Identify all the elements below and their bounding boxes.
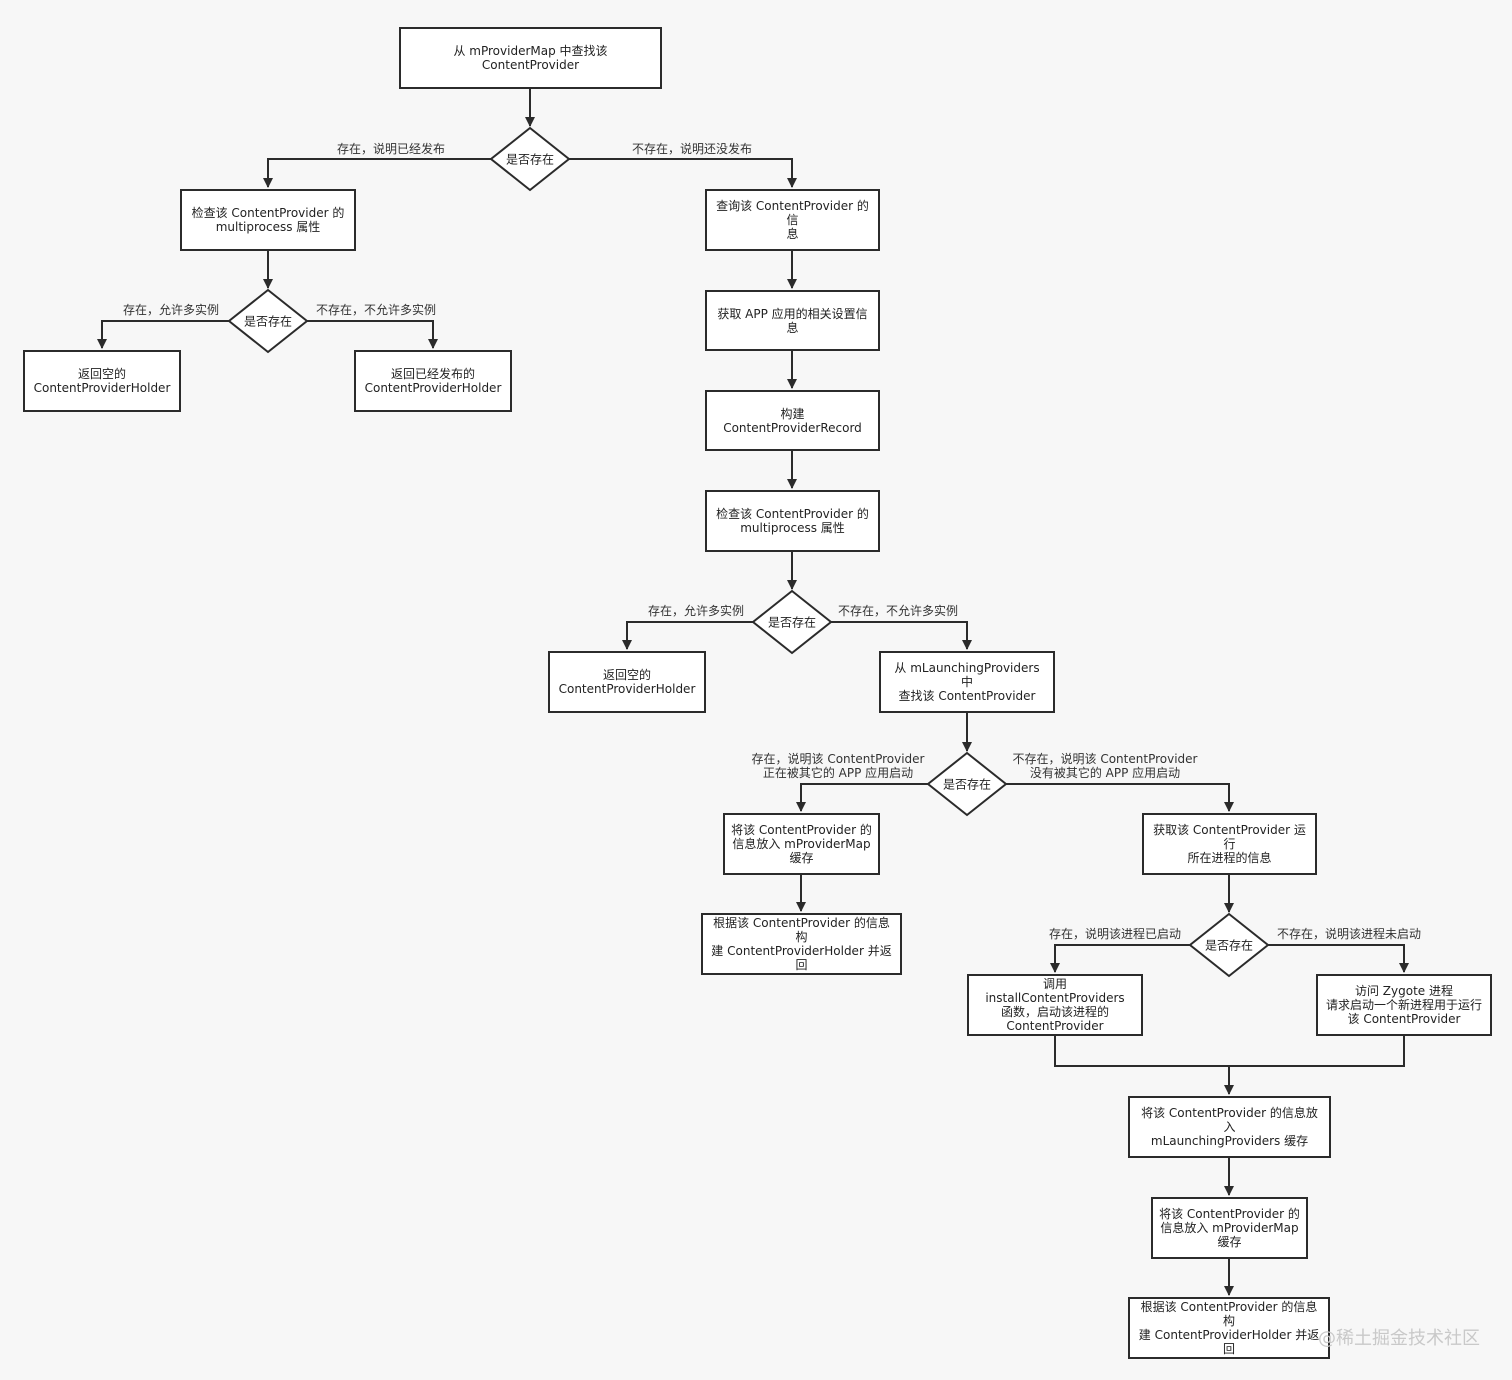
edge-d1-check1	[263, 158, 491, 188]
decision-3-shape	[751, 589, 833, 655]
decision-3-label: 是否存在	[767, 615, 817, 630]
node-get-app-settings: 获取 APP 应用的相关设置信息	[705, 290, 880, 351]
node-build-holder-1: 根据该 ContentProvider 的信息构 建 ContentProvid…	[701, 913, 902, 975]
edge-d5-install	[1050, 944, 1190, 973]
decision-2-shape	[227, 288, 309, 354]
edge-d4-putmap1	[796, 783, 928, 812]
edge-d2-empty1	[97, 320, 229, 349]
node-put-map-2: 将该 ContentProvider 的 信息放入 mProviderMap 缓…	[1151, 1197, 1308, 1259]
decision-1-label: 是否存在	[505, 152, 555, 167]
edge-d4-procinfo	[1006, 783, 1234, 812]
node-return-empty-1: 返回空的 ContentProviderHolder	[23, 350, 181, 412]
decision-4-shape	[926, 751, 1008, 817]
node-return-published: 返回已经发布的 ContentProviderHolder	[354, 350, 512, 412]
node-return-empty-2: 返回空的 ContentProviderHolder	[548, 651, 706, 713]
edge-label-d3-yes: 存在，允许多实例	[647, 604, 745, 618]
edge-install-merge	[1054, 1036, 1405, 1067]
node-build-record: 构建 ContentProviderRecord	[705, 390, 880, 451]
edge-label-d5-no: 不存在，说明该进程未启动	[1276, 927, 1422, 941]
edge-d2-published	[307, 320, 438, 349]
node-build-holder-2: 根据该 ContentProvider 的信息构 建 ContentProvid…	[1128, 1297, 1330, 1359]
node-start: 从 mProviderMap 中查找该 ContentProvider	[399, 27, 662, 89]
edge-label-d2-no: 不存在，不允许多实例	[315, 303, 437, 317]
decision-1-shape	[489, 126, 571, 192]
node-query-info: 查询该 ContentProvider 的信 息	[705, 189, 880, 251]
edge-label-d2-yes: 存在，允许多实例	[122, 303, 220, 317]
edge-label-d5-yes: 存在，说明该进程已启动	[1048, 927, 1182, 941]
decision-4-label: 是否存在	[942, 777, 992, 792]
edge-label-d4-yes: 存在，说明该 ContentProvider 正在被其它的 APP 应用启动	[751, 752, 925, 780]
decision-5-label: 是否存在	[1204, 938, 1254, 953]
edge-label-d4-no: 不存在，说明该 ContentProvider 没有被其它的 APP 应用启动	[1012, 752, 1198, 780]
edge-label-d1-yes: 存在，说明已经发布	[336, 142, 446, 156]
edge-d5-zygote	[1268, 944, 1409, 973]
edge-d3-empty2	[622, 621, 753, 650]
decision-5-shape	[1188, 912, 1270, 978]
edge-d1-query	[569, 158, 797, 188]
node-put-launching: 将该 ContentProvider 的信息放入 mLaunchingProvi…	[1128, 1096, 1331, 1158]
watermark: @稀土掘金技术社区	[1318, 1328, 1480, 1349]
edge-label-d3-no: 不存在，不允许多实例	[837, 604, 959, 618]
node-put-map-1: 将该 ContentProvider 的 信息放入 mProviderMap 缓…	[723, 813, 880, 875]
node-check-multiprocess-1: 检查该 ContentProvider 的 multiprocess 属性	[180, 189, 356, 251]
node-check-multiprocess-2: 检查该 ContentProvider 的 multiprocess 属性	[705, 490, 880, 552]
decision-2-label: 是否存在	[243, 314, 293, 329]
node-get-process-info: 获取该 ContentProvider 运行 所在进程的信息	[1142, 813, 1317, 875]
edge-d3-launching	[831, 621, 972, 650]
node-find-launching: 从 mLaunchingProviders 中 查找该 ContentProvi…	[879, 651, 1055, 713]
node-install-providers: 调用 installContentProviders 函数，启动该进程的 Con…	[967, 974, 1143, 1036]
node-zygote: 访问 Zygote 进程 请求启动一个新进程用于运行 该 ContentProv…	[1316, 974, 1492, 1036]
edge-label-d1-no: 不存在，说明还没发布	[631, 142, 753, 156]
